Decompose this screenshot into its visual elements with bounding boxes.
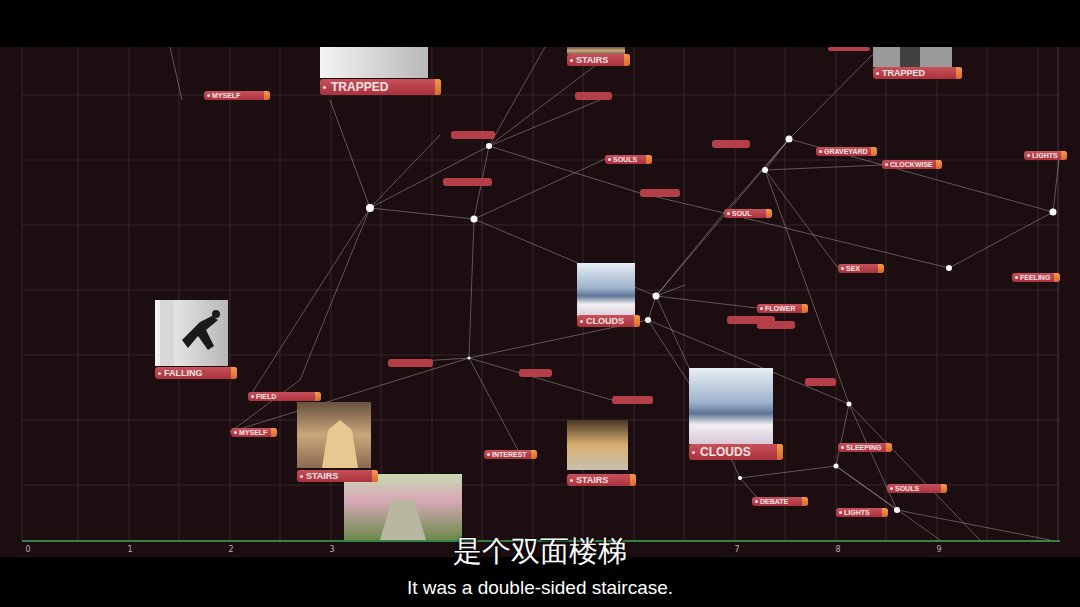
tag-pill: GRAVEYARD [816, 147, 877, 156]
tag-text: LIGHTS [1032, 152, 1058, 159]
tag-text: CLOUDS [700, 445, 751, 459]
subtitle: It was a double-sided staircase. [407, 577, 673, 599]
tag-pill: LIGHTS [836, 508, 888, 517]
axis-number: 9 [936, 545, 941, 554]
tag-pill: FEELING [1012, 273, 1060, 282]
tag-text: SOUL [732, 210, 751, 217]
tag-pill: LIGHTS [1024, 151, 1067, 160]
tag-text: SEX [846, 265, 860, 272]
tag-pill: FIELD [248, 392, 321, 401]
tag-pill: DEBATE [752, 497, 808, 506]
tag-text: LIGHTS [844, 509, 870, 516]
axis-number: 3 [329, 545, 334, 554]
tag-pill: CLOUDS [577, 315, 640, 327]
tag-text: SLEEPING [846, 444, 881, 451]
tag-pill: TRAPPED [320, 79, 441, 95]
axis-number: 1 [127, 545, 132, 554]
tag-pill: SOULS [887, 484, 947, 493]
tag-pill: MYSELF [204, 91, 270, 100]
tag-text: TRAPPED [882, 68, 925, 78]
tag-text: SOULS [613, 156, 637, 163]
tag-text: STAIRS [306, 471, 338, 481]
tag-text: INTEREST [492, 451, 527, 458]
subtitle: 是个双面楼梯 [453, 532, 627, 572]
tag-text: FLOWER [765, 305, 795, 312]
tag-text: MYSELF [239, 429, 267, 436]
tag-text: CLOUDS [586, 316, 624, 326]
tag-text: FALLING [164, 368, 203, 378]
tag-text: DEBATE [760, 498, 788, 505]
axis-number: 7 [734, 545, 739, 554]
tag-text: FIELD [256, 393, 276, 400]
blank-tags [388, 47, 870, 404]
axis-number: 0 [25, 545, 30, 554]
tag-pill: STAIRS [567, 54, 630, 66]
tag-text: STAIRS [576, 475, 608, 485]
tag-pill: INTEREST [484, 450, 537, 459]
tag-pill: STAIRS [297, 470, 378, 482]
tag-pill: SLEEPING [838, 443, 892, 452]
tag-pill: FLOWER [757, 304, 808, 313]
axis-number: 8 [835, 545, 840, 554]
tag-text: SOULS [895, 485, 919, 492]
tag-text: MYSELF [212, 92, 240, 99]
tag-pill: SOUL [724, 209, 772, 218]
tag-pill: FALLING [155, 367, 237, 379]
tag-pill: CLOUDS [689, 444, 783, 460]
tag-text: GRAVEYARD [824, 148, 868, 155]
axis-number: 2 [228, 545, 233, 554]
tag-pill: TRAPPED [873, 67, 962, 79]
tag-text: FEELING [1020, 274, 1050, 281]
tag-pill: MYSELF [231, 428, 277, 437]
tag-text: TRAPPED [331, 80, 388, 94]
tag-pill: SEX [838, 264, 884, 273]
image-tiles [155, 47, 952, 540]
tag-pill: STAIRS [567, 474, 636, 486]
tag-text: CLOCKWISE [890, 161, 933, 168]
tag-text: STAIRS [576, 55, 608, 65]
tag-pill: CLOCKWISE [882, 160, 942, 169]
tag-pill: SOULS [605, 155, 652, 164]
